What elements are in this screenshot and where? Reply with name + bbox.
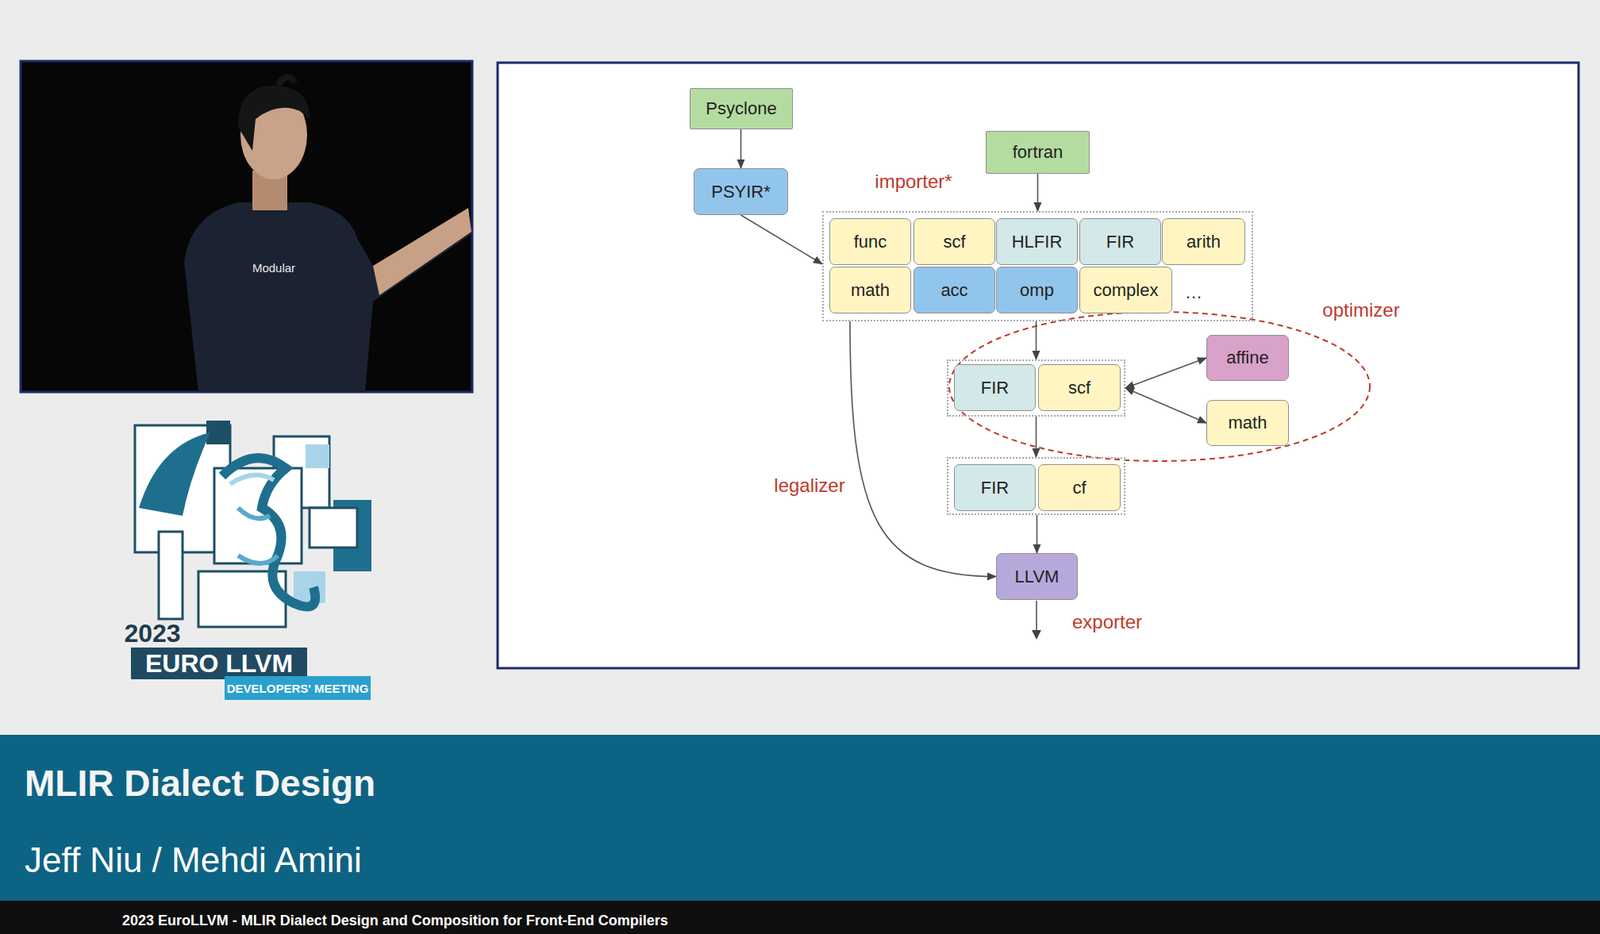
exporter-arrow [1031,600,1042,640]
video-panel [20,61,473,393]
stage-label: exporter [1072,611,1143,634]
flow-arrow [1037,173,1039,212]
speaker-figure [184,76,472,393]
flow-arrow [740,129,743,169]
dialect-name: acc [940,280,968,301]
stage-label: optimizer [1322,299,1400,322]
dialect-box: arith [1161,218,1246,266]
shirt-logo: Modular [252,261,296,275]
video-caption: 2023 EuroLLVM - MLIR Dialect Design and … [122,912,669,930]
talk-title: MLIR Dialect Design [24,761,376,805]
dialect-name: math [1228,412,1268,434]
author-line: Jeff Niu / Mehdi Amini [24,840,362,881]
dialect-name: func [853,231,888,253]
stage-label: legalizer [773,474,845,497]
dialect-name: scf [942,231,966,253]
dialect-name: omp [1019,280,1054,301]
dialect-name: FIR [980,477,1009,499]
dialect-name: fortran [1012,142,1064,163]
dialect-group: FIR scf [946,359,1126,417]
dialect-box: cf [1038,464,1121,512]
source-note: Psyclone [689,88,793,130]
dialect-box: complex [1079,266,1173,314]
dialect-name: scf [1068,377,1091,399]
dialect-box: PSYIR* [693,168,789,216]
slide-panel [497,62,1579,669]
dialect-name: LLVM [1015,566,1060,588]
dialect-name: math [850,280,890,301]
dialect-name: affine [1226,347,1269,369]
dialect-box: scf [913,218,996,266]
dialect-box: math [829,266,912,314]
flow-arrow [1036,515,1039,554]
dialect-name: FIR [980,377,1009,399]
dialect-name: Psyclone [705,98,777,120]
source-note: fortran [985,130,1090,174]
dialect-box: math [1206,400,1289,447]
flow-arrow [1125,357,1207,389]
stage-label: importer* [874,170,952,193]
event-logo [130,420,372,700]
dialect-name: arith [1186,231,1221,253]
flow-arrow [1035,321,1038,360]
ellipsis-mark: … [1184,282,1203,304]
dialect-box: affine [1206,334,1289,381]
dialect-box: omp [996,266,1078,314]
dialect-box: LLVM [996,553,1078,600]
dialect-group: func scf HLFIR FIR arith math acc omp complex [822,211,1254,322]
title-banner [0,734,1600,901]
dialect-name: FIR [1106,231,1135,253]
dialect-name: cf [1072,477,1086,499]
logo-subtitle: DEVELOPERS' MEETING [226,681,370,696]
flow-arrow [741,215,824,265]
video-bar [0,900,1600,934]
logo-year: 2023 [123,619,181,649]
dialect-box: HLFIR [996,218,1078,266]
logo-name: EURO LLVM [145,649,293,679]
flow-arrow [1125,388,1207,424]
dialect-box: acc [913,266,996,314]
dialect-group: FIR cf [946,457,1126,516]
dialect-name: HLFIR [1011,231,1063,253]
dialect-box: FIR [953,464,1036,512]
dialect-box: scf [1038,364,1121,412]
flow-arrow [1035,416,1038,458]
dialect-box: FIR [1079,218,1162,266]
dialect-box: FIR [953,364,1036,412]
dialect-name: PSYIR* [711,181,771,203]
optimizer-region [949,311,1370,462]
dialect-name: complex [1093,280,1159,301]
dialect-box: func [829,218,912,266]
